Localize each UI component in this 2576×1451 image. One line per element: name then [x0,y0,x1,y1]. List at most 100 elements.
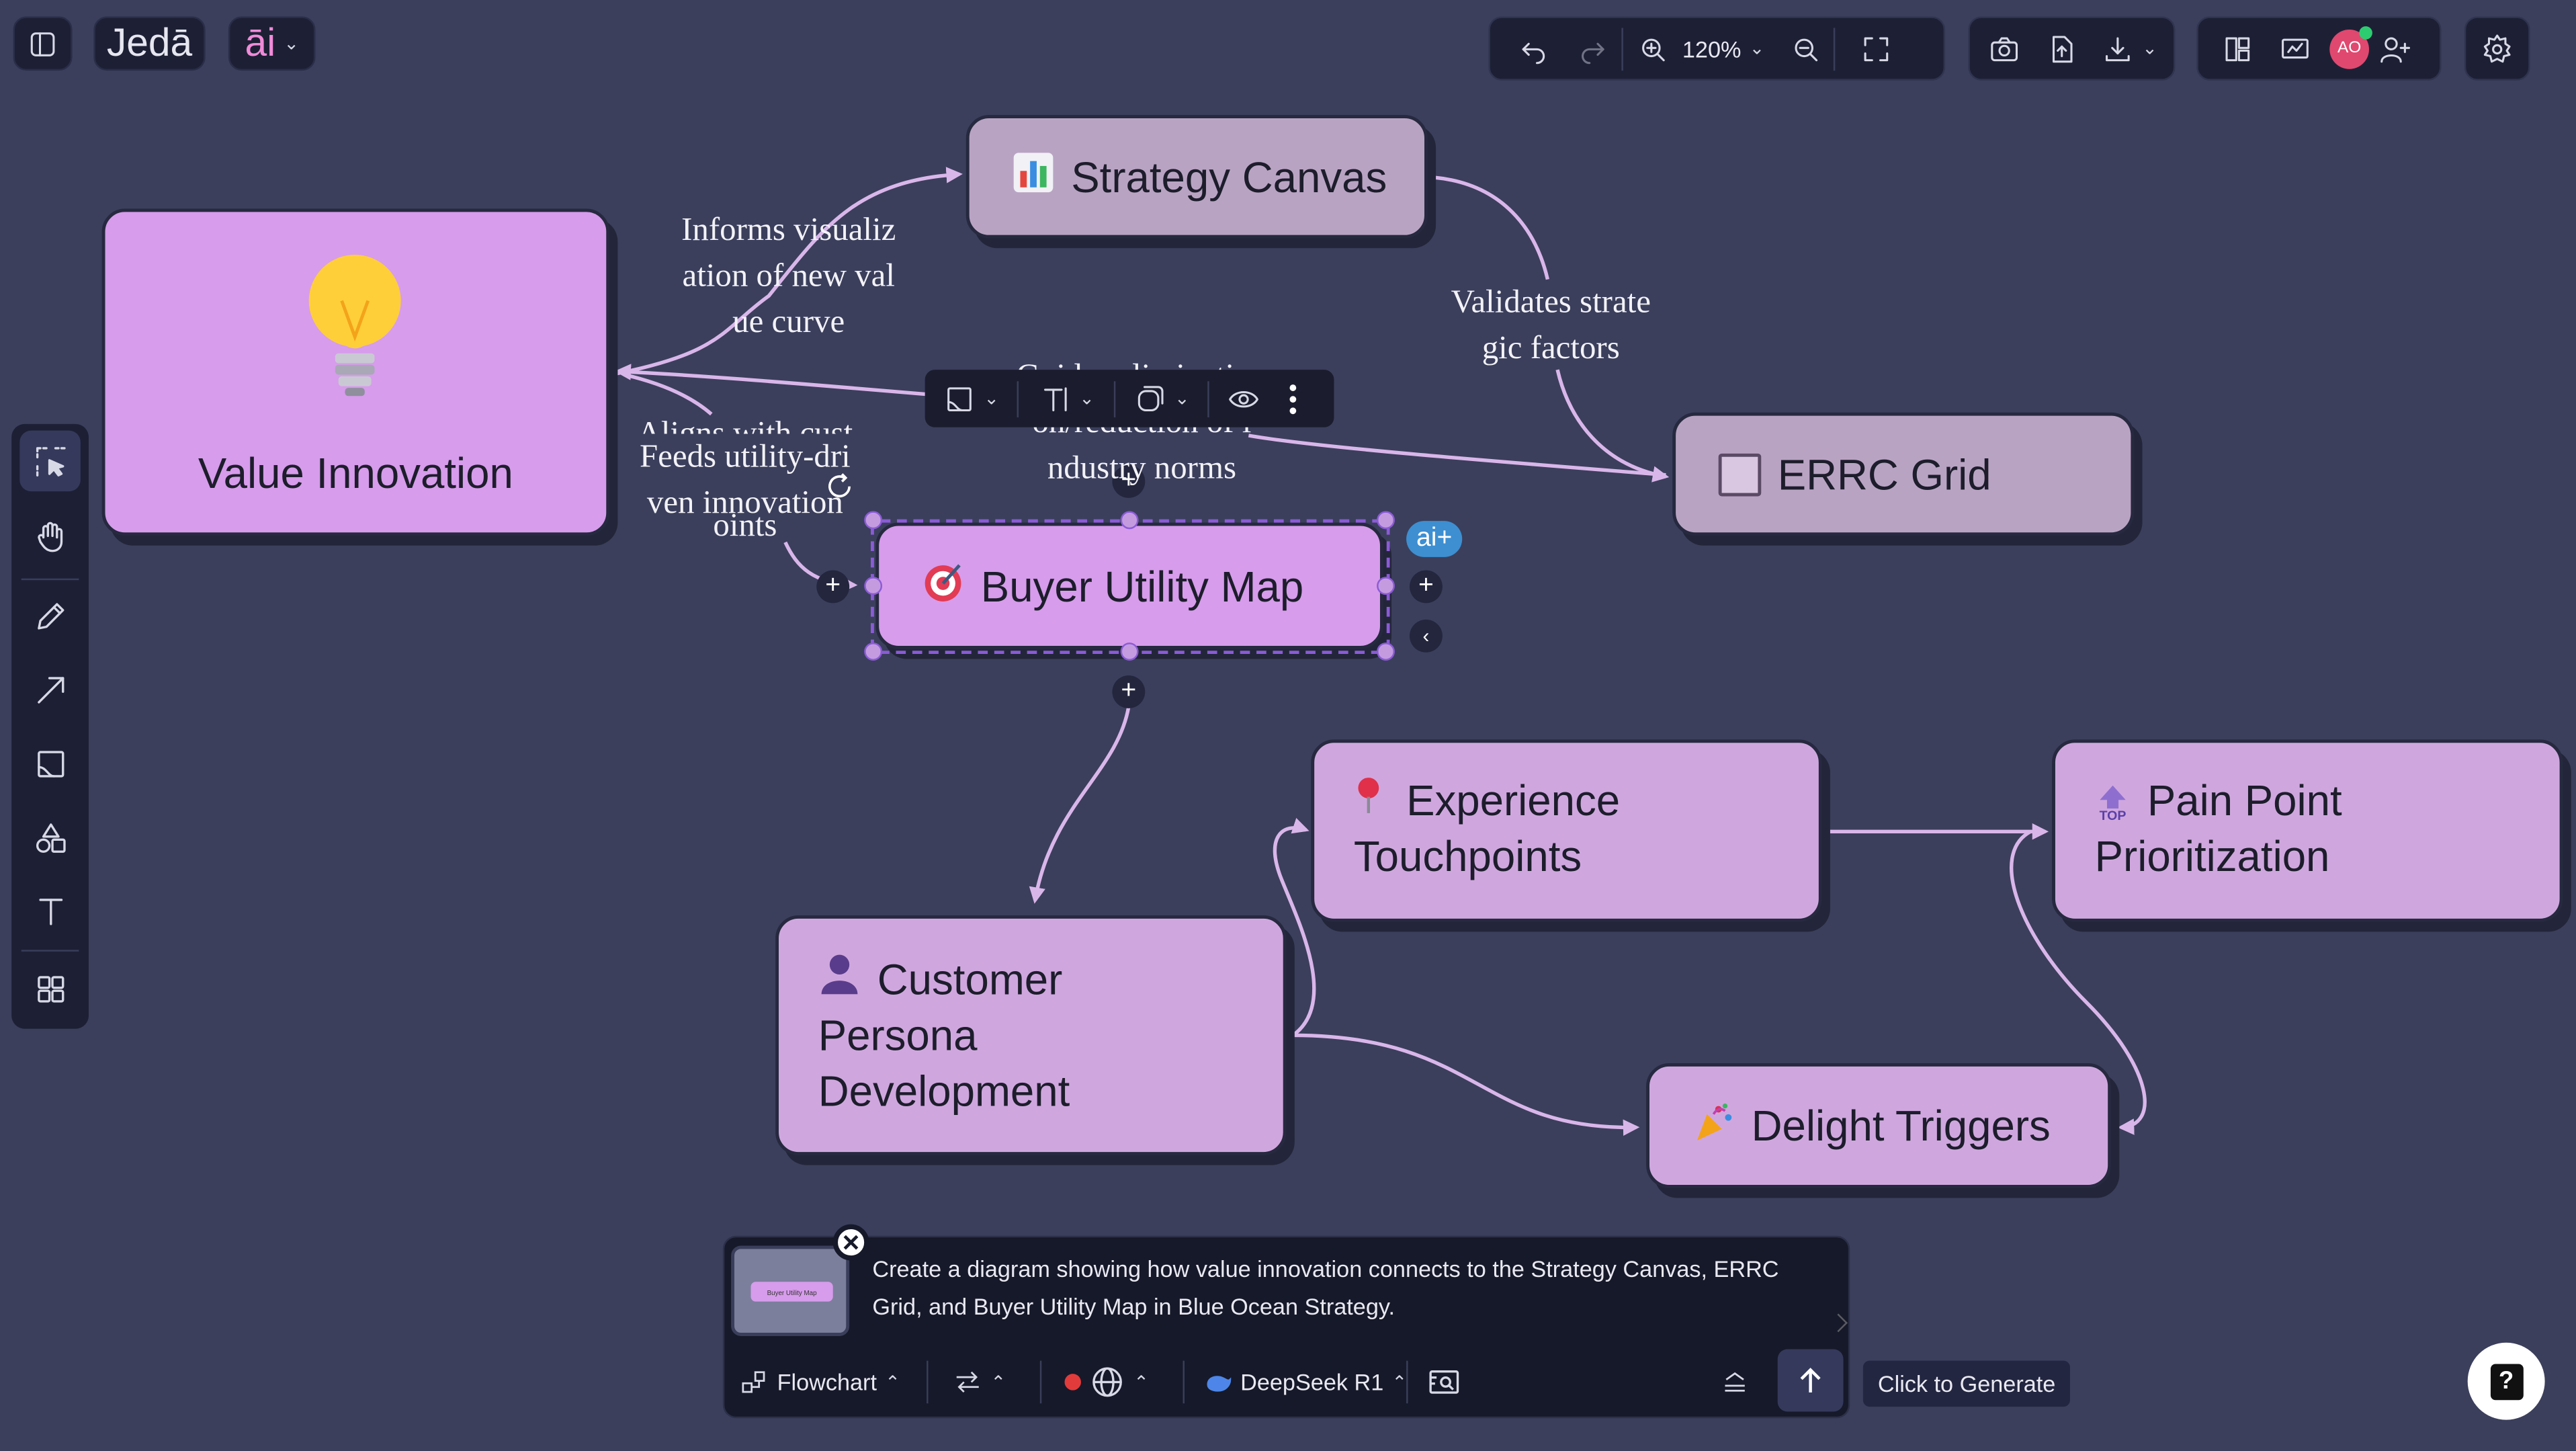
add-user-icon[interactable] [2369,18,2421,79]
thumbnail-label: Buyer Utility Map [767,1287,817,1296]
select-tool[interactable] [19,430,81,492]
top-arrow-icon: TOP [2095,784,2131,823]
add-node-top-button[interactable]: + [1112,464,1146,498]
resize-handle-br[interactable] [1377,642,1395,661]
thumbnail-node: Buyer Utility Map [750,1282,833,1302]
rotate-icon[interactable] [824,472,854,501]
download-icon[interactable]: ⌄ [2088,18,2170,79]
node-strategy-canvas[interactable]: Strategy Canvas [965,115,1428,239]
lightbulb-icon [306,251,404,407]
add-node-bottom-button[interactable]: + [1112,675,1146,708]
resize-handle-t[interactable] [1120,511,1139,530]
arrow-tool[interactable] [19,659,80,720]
edge-label-informs[interactable]: Informs visualiz ation of new val ue cur… [650,207,927,345]
attach-context-button[interactable] [1426,1358,1462,1407]
shapes-tool[interactable] [19,807,80,868]
redo-icon[interactable] [1565,18,1621,79]
node-customer-persona-development[interactable]: Customer Persona Development [775,915,1287,1155]
edge-label-line: Validates strate [1451,284,1651,321]
collapse-button[interactable]: ‹ [1409,619,1443,653]
edge-buyer-to-persona[interactable] [1029,706,1131,904]
undo-icon[interactable] [1500,18,1565,79]
edge-format-toolbar: ⌄ ⌄ ⌄ [925,370,1334,427]
camera-icon[interactable] [1973,18,2036,79]
divider [1833,27,1836,70]
edge-persona-to-delight[interactable] [1293,1033,1640,1136]
zoom-level-select[interactable]: 120% ⌄ [1682,36,1778,62]
text-tool[interactable] [19,879,80,940]
resize-handle-tl[interactable] [864,511,883,530]
zoom-in-icon[interactable] [1623,18,1682,79]
export-group: ⌄ [1968,16,2176,81]
app-logo[interactable]: Jedā [93,16,206,71]
ai-plus-button[interactable]: ai+ [1406,521,1463,557]
visibility-button[interactable] [1209,370,1279,427]
layout-icon[interactable] [2204,18,2270,79]
edge-pain-to-delight[interactable] [2009,829,2147,1135]
zoom-out-icon[interactable] [1778,18,1834,79]
text-format-button[interactable]: ⌄ [1019,370,1114,427]
more-options-icon[interactable] [1278,370,1307,427]
web-search-toggle[interactable]: ⌃ [1064,1358,1149,1407]
edge-persona-to-experience[interactable] [1273,818,1316,1037]
edge-errc-to-value[interactable] [617,372,1666,477]
node-buyer-utility-map[interactable]: Buyer Utility Map [875,522,1383,649]
edge-value-to-strategy[interactable] [611,167,963,377]
templates-tool[interactable] [19,958,80,1019]
resize-handle-tr[interactable] [1377,511,1395,530]
remove-thumbnail-button[interactable]: ✕ [832,1224,869,1261]
arrow-up-icon [1800,1368,1821,1393]
resize-grip-icon[interactable] [1829,1313,1848,1333]
shape-style-button[interactable]: ⌄ [1115,370,1207,427]
avatar[interactable]: AO [2329,25,2372,69]
edge-strategy-to-errc[interactable] [1434,175,1666,476]
node-label: Delight Triggers [1751,1101,2051,1151]
node-label-line-1: Experience [1354,772,1819,828]
hand-tool[interactable] [19,506,80,567]
node-experience-touchpoints[interactable]: Experience Touchpoints [1311,739,1822,922]
generate-button[interactable] [1777,1349,1844,1412]
model-label: DeepSeek R1 [1240,1368,1384,1395]
node-pain-point-prioritization[interactable]: TOP Pain Point Prioritization [2052,739,2563,922]
swap-arrows-icon [956,1371,979,1393]
line-style-button[interactable]: ⌄ [925,370,1017,427]
edge-label-line: Aligns with cust [617,411,872,434]
pen-tool[interactable] [19,585,80,645]
diagram-type-label: Flowchart [777,1368,877,1395]
help-button[interactable]: ? [2467,1342,2545,1420]
prompt-thumbnail[interactable]: Buyer Utility Map [731,1245,850,1336]
present-icon[interactable] [2270,18,2319,79]
edge-label-line: ation of new val [682,257,895,294]
chevron-down-icon: ⌄ [1174,389,1190,409]
direction-select[interactable]: ⌃ [953,1358,1006,1407]
ai-menu-button[interactable]: āi ⌄ [228,16,316,71]
collapse-panel-button[interactable] [1720,1358,1750,1407]
prompt-textarea[interactable]: Create a diagram showing how value innov… [872,1255,1779,1320]
diagram-type-select[interactable]: Flowchart ⌃ [739,1358,900,1407]
globe-icon [1092,1367,1122,1397]
edge-label-validates[interactable]: Validates strate gic factors [1421,280,1680,372]
connector-tool[interactable] [19,733,80,794]
node-delight-triggers[interactable]: Delight Triggers [1646,1063,2112,1188]
add-node-right-button[interactable]: + [1409,570,1443,604]
resize-handle-b[interactable] [1120,642,1139,661]
ai-prompt-panel: Buyer Utility Map ✕ Create a diagram sho… [722,1224,1850,1419]
flowchart-icon [742,1371,765,1393]
node-errc-grid[interactable]: ERRC Grid [1672,412,2135,536]
pencil-icon [36,602,64,629]
model-select[interactable]: DeepSeek R1 ⌃ [1204,1358,1407,1407]
resize-handle-r[interactable] [1377,577,1395,595]
chevron-up-icon: ⌃ [1133,1372,1149,1393]
fit-screen-icon[interactable] [1835,18,1917,79]
resize-handle-bl[interactable] [864,642,883,661]
upload-file-icon[interactable] [2036,18,2088,79]
ai-label: āi [245,20,276,65]
chevron-down-icon: ⌄ [1079,389,1094,409]
node-label-line-1: Customer [818,952,1283,1007]
sidebar-toggle-button[interactable] [13,16,73,71]
edge-label-feeds[interactable]: Aligns with cust Feeds utility-dri ven i… [617,411,872,539]
settings-button[interactable] [2464,16,2530,81]
node-value-innovation[interactable]: Value Innovation [101,208,610,536]
resize-handle-l[interactable] [864,577,883,595]
add-node-left-button[interactable]: + [816,570,850,604]
